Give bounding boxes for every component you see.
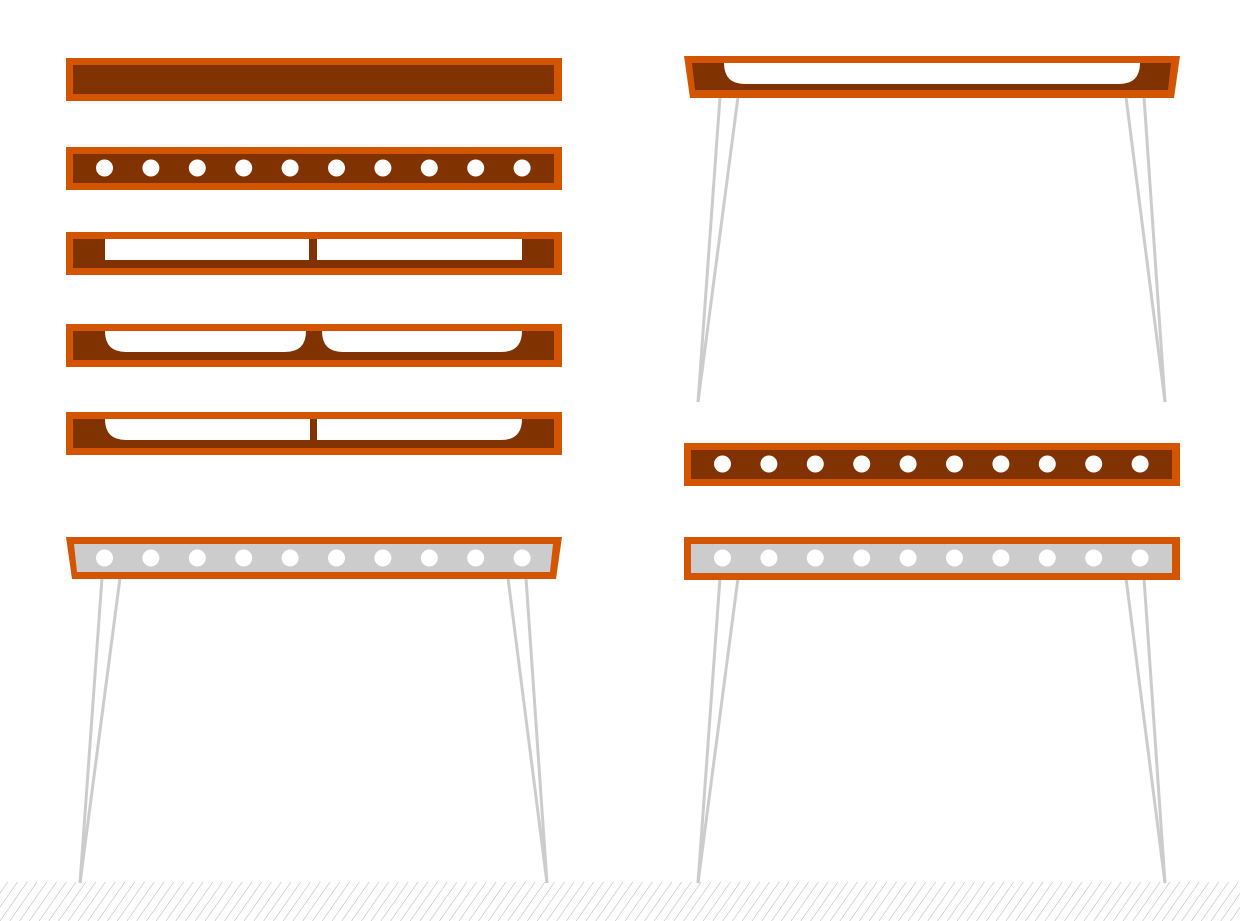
board-solid-panel	[66, 58, 562, 101]
hole	[374, 159, 392, 177]
floor-hatching	[0, 882, 1240, 921]
hole	[853, 455, 871, 473]
hole	[281, 159, 299, 177]
hole	[760, 455, 778, 473]
slot-left	[105, 331, 306, 352]
slot-left	[105, 419, 310, 440]
board-round-holes-panel	[66, 147, 562, 190]
hole	[328, 159, 345, 177]
board-brown-holes-right	[684, 443, 1180, 486]
hole	[853, 549, 871, 567]
board-two-flat-rounded-slots-panel	[66, 412, 562, 455]
hole-row	[96, 159, 531, 177]
hole	[96, 159, 113, 177]
hole	[420, 159, 438, 177]
table-grey-holes-hairpin-right	[684, 537, 1180, 884]
hole	[806, 455, 824, 473]
hole	[992, 549, 1010, 567]
table-grey-holes-hairpin-left	[66, 537, 562, 884]
hole	[946, 455, 963, 473]
slot-single	[724, 63, 1140, 84]
hole	[235, 159, 253, 177]
slot-right	[322, 331, 522, 352]
hole	[1085, 549, 1103, 567]
hole	[235, 549, 253, 567]
hole	[467, 159, 485, 177]
hole	[1038, 549, 1056, 567]
hole	[188, 549, 206, 567]
hole	[760, 549, 778, 567]
slot-left	[105, 239, 309, 260]
hairpin-legs	[78, 577, 549, 884]
hairpin-legs	[696, 96, 1167, 403]
hole	[142, 159, 160, 177]
hole	[328, 549, 345, 567]
hole	[946, 549, 963, 567]
board-panel	[73, 65, 554, 94]
hole	[467, 549, 485, 567]
hole-row	[714, 549, 1149, 567]
hole	[1038, 455, 1056, 473]
hole	[1131, 455, 1149, 473]
hole	[513, 549, 531, 567]
board-two-rounded-slots-panel	[66, 324, 562, 367]
hole	[188, 159, 206, 177]
hole	[96, 549, 113, 567]
hole	[714, 455, 731, 473]
hole	[899, 549, 917, 567]
hole	[513, 159, 531, 177]
hole	[899, 455, 917, 473]
slot-right	[317, 239, 522, 260]
hole	[420, 549, 438, 567]
hole	[374, 549, 392, 567]
hole	[281, 549, 299, 567]
hole-row	[714, 455, 1149, 473]
table-single-slot-hairpin	[684, 56, 1180, 403]
board-two-rect-slots-panel	[66, 232, 562, 275]
hole	[992, 455, 1010, 473]
hole	[1131, 549, 1149, 567]
hole	[806, 549, 824, 567]
hole-row	[96, 549, 531, 567]
slot-right	[317, 419, 522, 440]
hole	[1085, 455, 1103, 473]
hole	[714, 549, 731, 567]
hole	[142, 549, 160, 567]
hairpin-legs	[696, 577, 1167, 884]
